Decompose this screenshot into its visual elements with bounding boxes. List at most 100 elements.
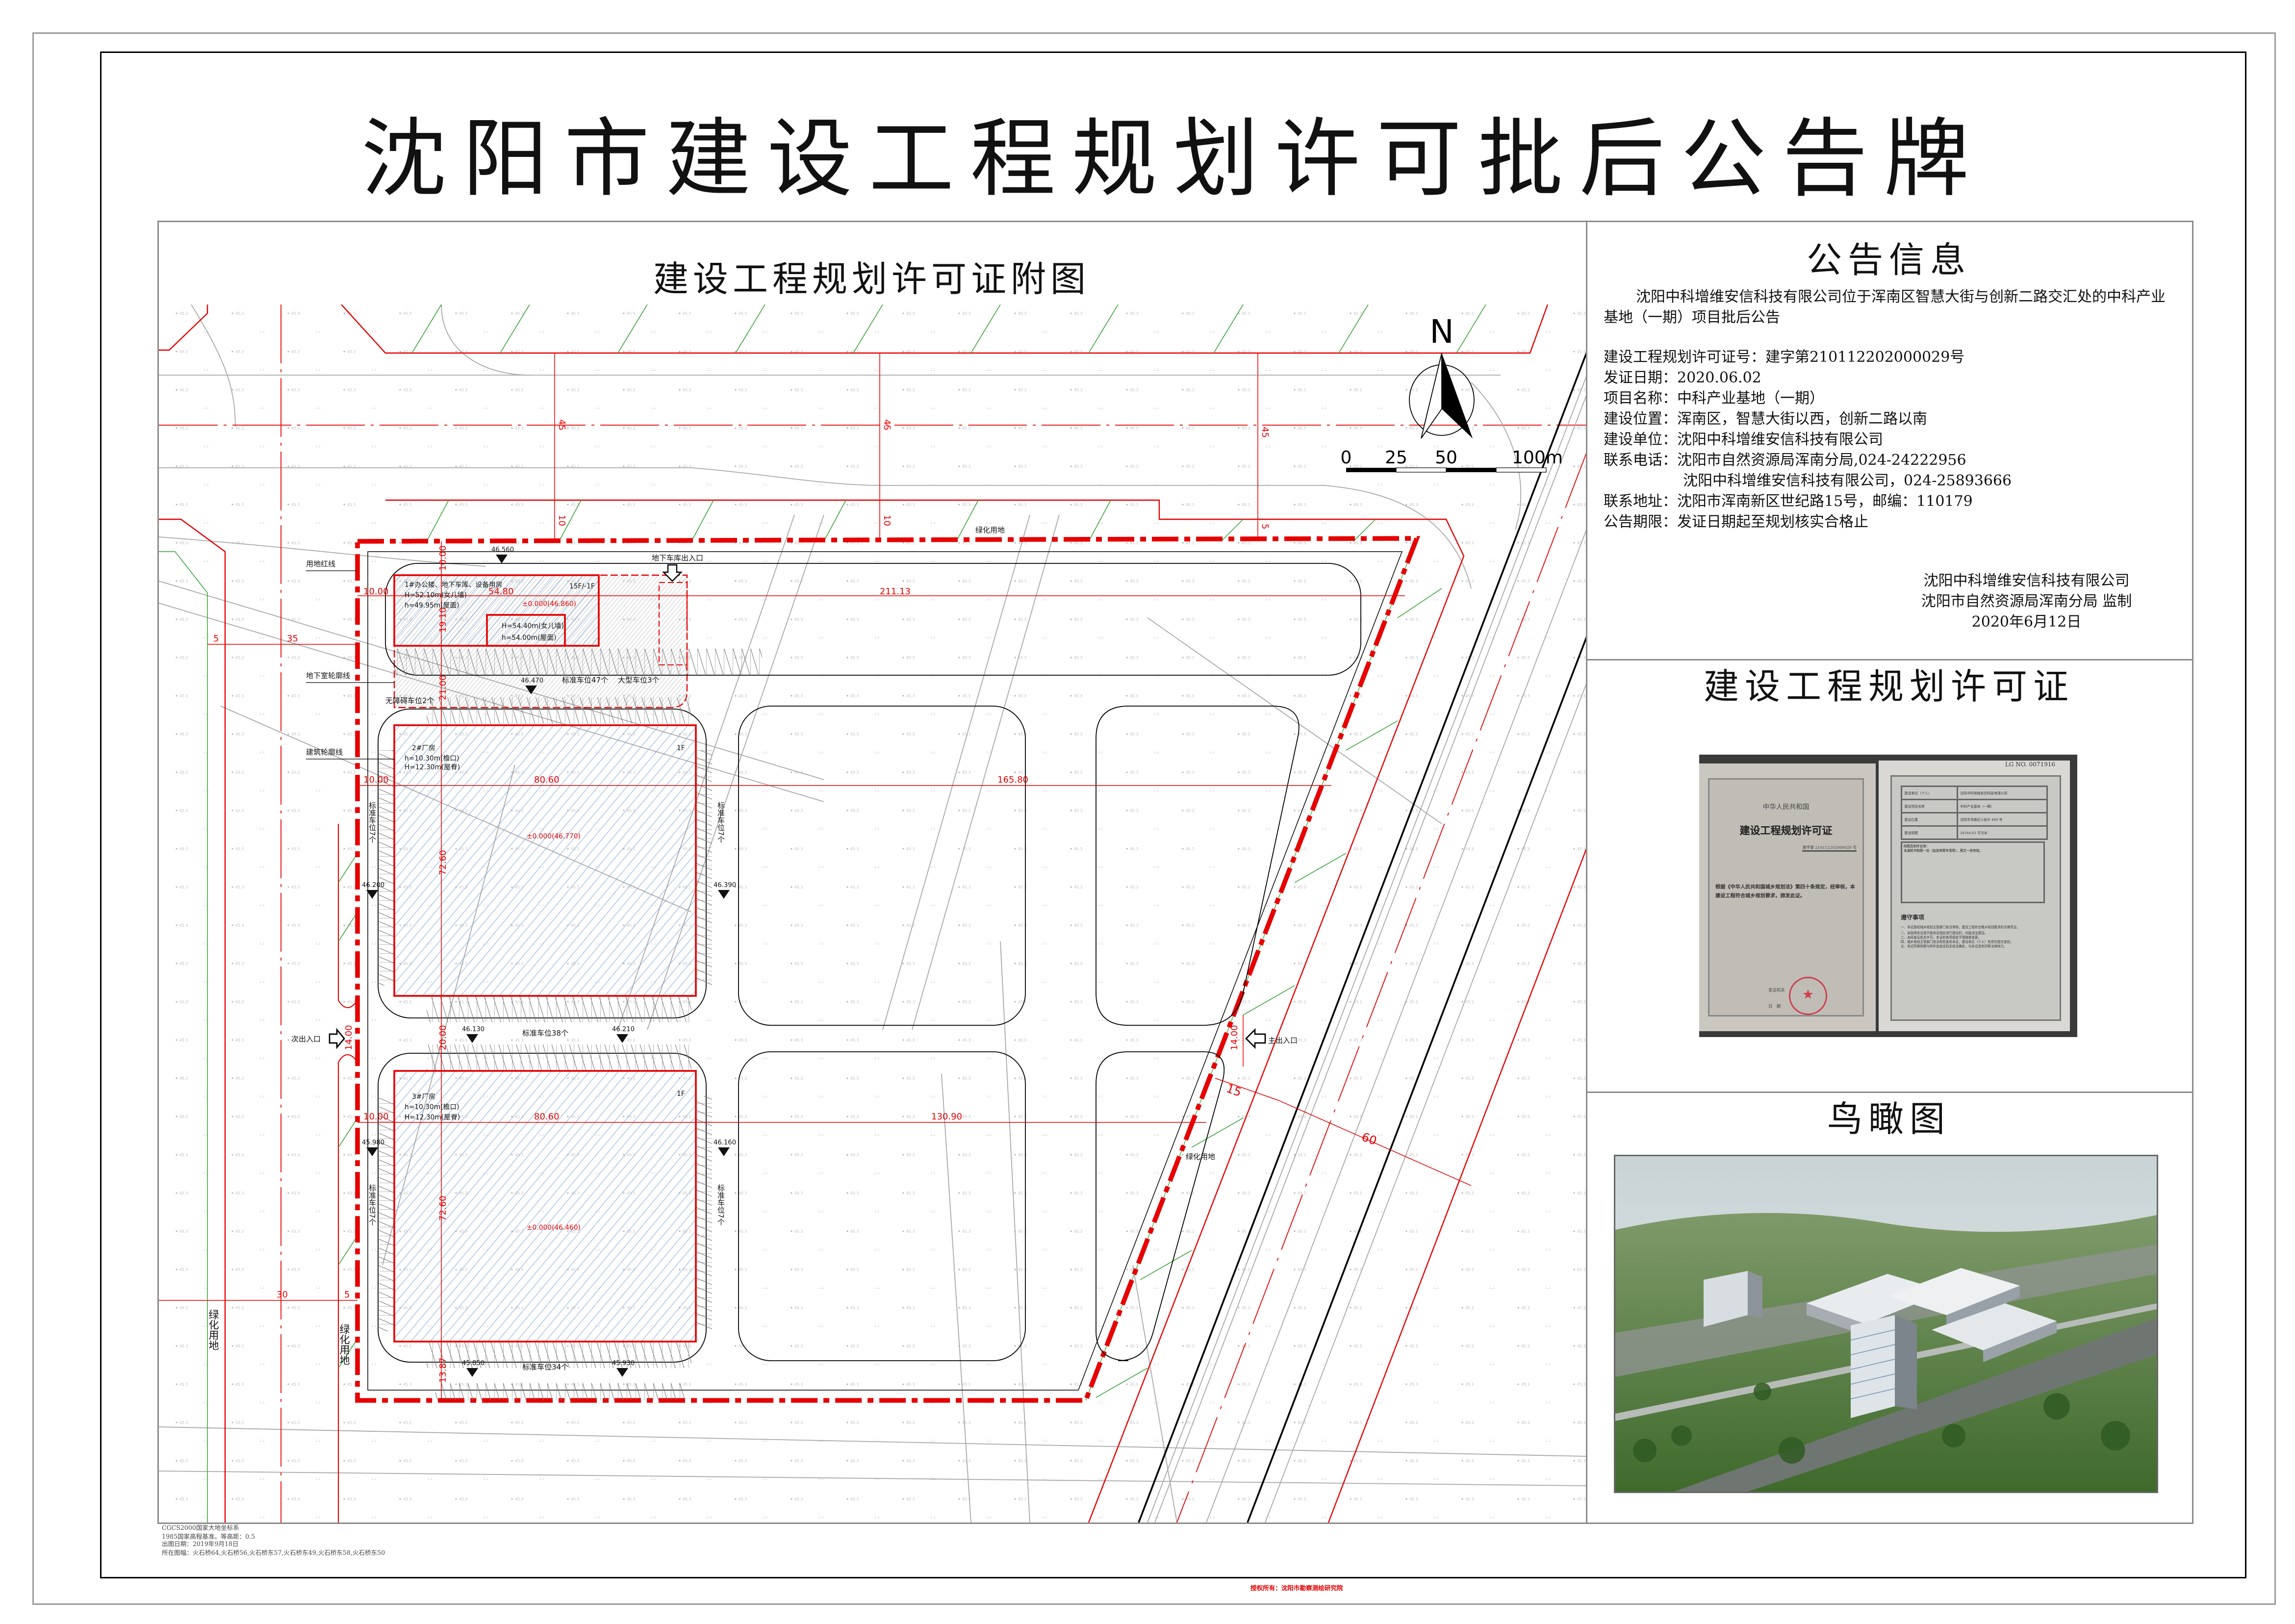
north-arrow-icon: N <box>1409 313 1475 439</box>
elev-45850: 45.850 <box>462 1360 484 1367</box>
b2-datum: ±0.000(46.770) <box>527 833 581 840</box>
b1-h4: h=54.00m(屋面) <box>502 634 556 642</box>
main-entrance-arrow-icon <box>1245 1028 1266 1049</box>
notice-body: 沈阳中科增维安信科技有限公司位于浑南区智慧大街与创新二路交汇处的中科产业基地（一… <box>1604 288 2170 534</box>
b2-h1: h=10.30m(檐口) <box>405 755 459 762</box>
field-label: 公告期限： <box>1604 515 1677 531</box>
permit-cert-title: 建设工程规划许可证 <box>1739 824 1833 837</box>
notice-title: 公告信息 <box>1807 240 1971 281</box>
obey-item: 一、本证是经城乡规划主管部门依法审核，建设工程符合城乡规划要求的法律凭证。 <box>1901 925 2020 930</box>
notice-field: 发证日期：2020.06.02 <box>1604 369 2170 390</box>
dimension-lines <box>159 353 1472 1400</box>
green-land-north: 绿化用地 <box>975 526 1005 534</box>
dim-b3-width: 80.60 <box>534 1112 560 1122</box>
drawing-title: 建设工程规划许可证附图 <box>653 259 1090 300</box>
note-elevation-datum: 1985国家高程基准。等高距：0.5 <box>162 1532 255 1540</box>
permit-cert-no: 建字第 210112202000029 号 <box>1802 844 1857 852</box>
field-label: 联系电话： <box>1604 453 1677 469</box>
dim-total-3: 130.90 <box>931 1112 962 1122</box>
dim-gap-2-3: 20.00 <box>438 1025 448 1050</box>
attach-label: 附图及附件名称： <box>1904 844 1930 849</box>
dim-b1-width: 54.80 <box>488 586 514 597</box>
elev-45980: 45.980 <box>362 1139 384 1146</box>
permit-row-value: 20184.62 平方米 <box>1956 825 2048 840</box>
dim-main-entrance: 14.00 <box>1229 1025 1240 1050</box>
dim-west-road-b: 30 <box>277 1290 288 1300</box>
parking-side-b3-east: 标准车位7个 <box>716 1184 725 1226</box>
permit-attachments: 附图及附件名称： 本通知书附图一份（加盖审图专用章），图文一体有效。 <box>1901 841 2045 903</box>
dim-road-north-a: 45 <box>557 419 567 431</box>
field-value: 沈阳市自然资源局浑南分局,024-24222956 <box>1677 453 1966 469</box>
note-coordinate-system: CGCS2000国家大地坐标系 <box>162 1524 239 1531</box>
field-label: 项目名称： <box>1604 391 1677 407</box>
board-frame <box>100 51 2246 1578</box>
legend-basement-outline: 地下室轮廓线 <box>306 671 350 680</box>
north-label: N <box>1429 313 1454 351</box>
parking-stalls <box>378 649 762 1400</box>
dim-b2-offset-x: 10.00 <box>363 775 389 785</box>
b1-datum: ±0.000(46.860) <box>522 600 576 608</box>
scale-label-0: 0 <box>1341 448 1352 468</box>
b2-h2: H=12.30m(屋脊) <box>405 763 460 771</box>
field-value: 中科产业基地（一期） <box>1677 391 1824 407</box>
permit-row-label: 建设位置 <box>1901 812 1958 827</box>
content-panel <box>157 221 2193 1524</box>
permit-section-title: 建设工程规划许可证 <box>1704 666 2074 708</box>
parking-34: 标准车位34个 <box>522 1363 568 1371</box>
b3-h2: H=12.30m(屋脊) <box>405 1114 460 1121</box>
page-border <box>32 32 2276 1605</box>
b1-floors: 15F/-1F <box>569 583 595 590</box>
permit-row: 建设项目名称中科产业基地（一期） <box>1901 799 2048 813</box>
dim-total-2: 165.80 <box>997 775 1028 785</box>
permit-table: 建设单位（个人）沈阳中科增维安信科技有限公司 建设项目名称中科产业基地（一期） … <box>1901 786 2048 840</box>
parking-accessible-2: 无障碍车位2个 <box>385 696 434 705</box>
dim-b1-offset-x: 10.00 <box>363 586 389 597</box>
field-label: 联系地址： <box>1604 494 1677 510</box>
obey-item: 二、未取得本证或不按本证规定进行建设的，均属违法建设。 <box>1901 930 1988 935</box>
dim-b1-depth: 19.10 <box>438 607 448 633</box>
legend-building-outline: 建筑轮廓线 <box>306 748 343 757</box>
building-labels: 1#办公楼、地下车库、设备用房 15F/-1F H=52.10m(女儿墙) h=… <box>405 581 685 1232</box>
notice-field: 公告期限：发证日期起至规划核实合格止 <box>1604 513 2170 534</box>
dim-b2-depth: 72.60 <box>438 850 448 875</box>
secondary-entrance-arrow-icon <box>329 1028 345 1049</box>
building-3 <box>393 1070 697 1343</box>
parking-47: 标准车位47个 <box>562 676 608 685</box>
parking-side-b3-west: 标准车位7个 <box>368 1184 377 1226</box>
section-divider <box>1586 659 2192 660</box>
notice-intro: 沈阳中科增维安信科技有限公司位于浑南区智慧大街与创新二路交汇处的中科产业基地（一… <box>1604 290 2166 327</box>
signature-date: 2020年6月12日 <box>1971 615 2082 631</box>
elev-46210: 46.210 <box>612 1026 635 1033</box>
b1-h2: h=49.95m(屋面) <box>405 602 459 609</box>
scale-label-100: 100m <box>1512 448 1563 468</box>
field-label: 发证日期： <box>1604 371 1677 387</box>
permit-row: 建设单位（个人）沈阳中科增维安信科技有限公司 <box>1901 786 2048 800</box>
elev-46390: 46.390 <box>714 882 736 889</box>
dim-road-north-b: 45 <box>882 419 892 431</box>
green-land-west: 绿化用地 <box>207 1309 219 1350</box>
attach-text: 本通知书附图一份（加盖审图专用章），图文一体有效。 <box>1904 849 1983 854</box>
permit-photo: 中华人民共和国 建设工程规划许可证 建字第 210112202000029 号 … <box>1699 755 2077 1037</box>
field-value: 沈阳中科增维安信科技有限公司 <box>1677 432 1883 449</box>
dim-b3-depth: 72.60 <box>438 1195 448 1221</box>
dim-b2-width: 80.60 <box>534 775 560 785</box>
building-1-tower <box>486 614 566 647</box>
green-land-west-2: 绿化用地 <box>338 1324 350 1365</box>
permit-left-page: 中华人民共和国 建设工程规划许可证 建字第 210112202000029 号 … <box>1699 763 1876 1031</box>
north-green-strip <box>159 304 1549 354</box>
field-value: 发证日期起至规划核实合格止 <box>1677 515 1868 531</box>
permit-lg-no: LG NO. 0071916 <box>2005 761 2055 768</box>
green-land-east: 绿化用地 <box>1186 1152 1215 1161</box>
field-label: 建设位置： <box>1604 412 1677 428</box>
b3-floors: 1F <box>677 1090 685 1098</box>
board-title: 沈阳市建设工程规划许可批后公告牌 <box>361 109 1986 209</box>
road-red-line <box>385 499 1465 1522</box>
b2-floors: 1F <box>677 744 685 752</box>
permit-row-label: 建设单位（个人） <box>1901 786 1958 800</box>
section-divider <box>1586 1091 2192 1093</box>
permit-row-value: 沈阳市浑南区小张尔 400 号 <box>1956 812 2048 827</box>
permit-country: 中华人民共和国 <box>1762 805 1810 812</box>
